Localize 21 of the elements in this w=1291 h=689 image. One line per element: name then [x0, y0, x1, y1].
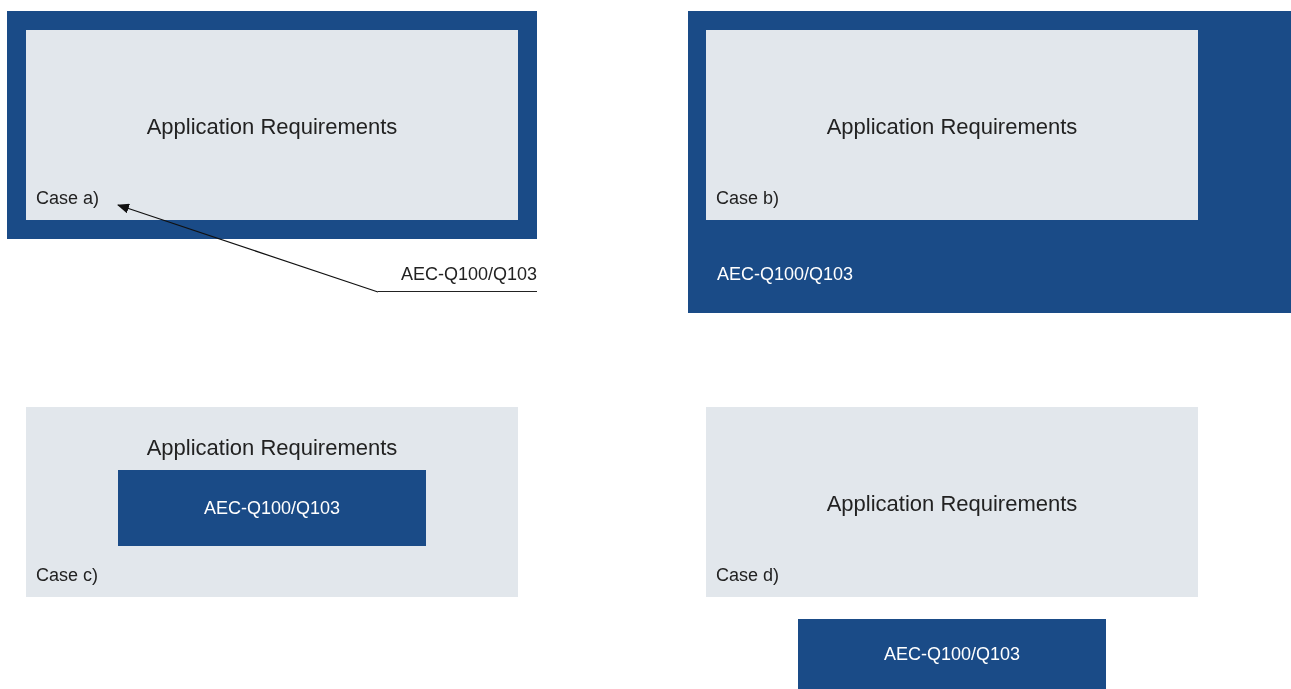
requirements-box [706, 407, 1198, 597]
case-label: Case a) [36, 188, 100, 208]
case-label: Case b) [716, 188, 780, 208]
case-label: Case c) [36, 565, 98, 585]
requirements-label: Application Requirements [146, 434, 398, 462]
standard-box [688, 11, 1291, 313]
requirements-box [706, 30, 1198, 220]
requirements-box [26, 407, 518, 597]
requirements-label: Application Requirements [146, 113, 398, 141]
standard-label: AEC-Q100/Q103 [883, 642, 1021, 666]
requirements-label: Application Requirements [826, 113, 1078, 141]
standard-label: AEC-Q100/Q103 [203, 496, 341, 520]
standard-box [118, 470, 426, 546]
standard-box [798, 619, 1106, 689]
leader-line [117, 203, 379, 293]
standard-label: AEC-Q100/Q103 [717, 264, 854, 284]
case-label: Case d) [716, 565, 780, 585]
requirements-label: Application Requirements [826, 490, 1078, 518]
requirements-box [26, 30, 518, 220]
outer-frame [7, 11, 537, 239]
callout-label: AEC-Q100/Q103 [378, 262, 537, 292]
